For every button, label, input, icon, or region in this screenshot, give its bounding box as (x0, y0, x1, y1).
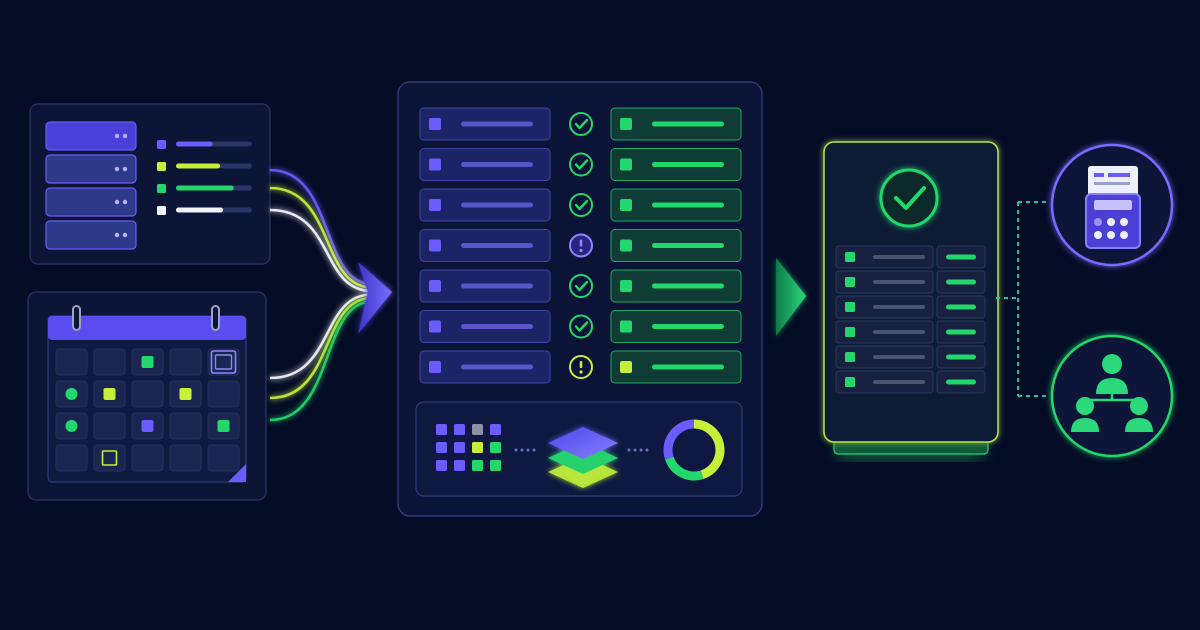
grid-cell (454, 442, 465, 453)
calendar-day (131, 380, 164, 408)
calendar-day (55, 348, 88, 376)
calculator-key (1107, 218, 1115, 226)
calendar-panel (27, 291, 267, 501)
validation-rows (419, 107, 742, 384)
calendar-day (169, 348, 202, 376)
selected-day-marker (210, 350, 237, 374)
check-icon (569, 274, 593, 298)
calendar-day (207, 380, 240, 408)
server-rack (45, 121, 137, 250)
output-panel (823, 141, 999, 458)
processing-toolbar (415, 401, 743, 497)
legend-swatch (157, 206, 166, 215)
calendar-day (207, 348, 240, 376)
data-grid-icon (436, 424, 501, 471)
level-fill (176, 141, 213, 147)
grid-cell (490, 460, 501, 471)
calendar-day (169, 444, 202, 472)
server-unit (45, 187, 137, 217)
level-legend (157, 140, 252, 215)
calendar-ring-icon (72, 305, 220, 331)
server-unit (45, 220, 137, 250)
event-marker (179, 388, 192, 400)
grid-cell (436, 460, 447, 471)
check-icon (569, 152, 593, 177)
grid-cell (490, 442, 501, 453)
connector-line (269, 186, 373, 289)
grid-cell (472, 460, 483, 471)
donut-segment (664, 456, 704, 481)
dotted-connector (627, 448, 649, 452)
merge-arrow-icon (358, 262, 392, 334)
calculator-key (1120, 231, 1128, 239)
server-unit (45, 121, 137, 151)
page-curl-icon (228, 464, 246, 482)
legend-swatch (157, 140, 166, 149)
grid-cell (472, 424, 483, 435)
grid-cell (436, 442, 447, 453)
calculator-key (1094, 218, 1102, 226)
donut-segment (693, 419, 725, 480)
destination-connectors (996, 201, 1050, 397)
connector-line (269, 296, 373, 400)
validation-panel (397, 81, 763, 517)
destination-team (1050, 334, 1174, 458)
check-icon (569, 193, 593, 217)
grid-cell (490, 424, 501, 435)
donut-chart-icon (663, 419, 725, 481)
connector-line (269, 168, 373, 286)
calculator-key (1094, 231, 1102, 239)
legend-swatch (157, 184, 166, 193)
calendar-day (131, 444, 164, 472)
legend-swatch (157, 162, 166, 171)
connector-line (269, 300, 373, 422)
calendar-day (93, 444, 126, 472)
grid-cell (454, 424, 465, 435)
donut-segment (663, 419, 695, 460)
calculator-key (1107, 231, 1115, 239)
event-marker (65, 388, 78, 400)
level-fill (176, 207, 224, 213)
alert-icon (569, 355, 593, 379)
grid-cell (454, 460, 465, 471)
event-marker (217, 420, 230, 432)
calendar-header (48, 316, 246, 340)
calendar-day (93, 412, 126, 440)
output-arrow-icon (776, 258, 806, 336)
calculator-key (1120, 218, 1128, 226)
server-unit (45, 154, 137, 184)
dotted-connector (514, 448, 536, 452)
grid-cell (436, 424, 447, 435)
connector-line (269, 293, 373, 380)
selected-day-marker (101, 450, 118, 466)
calendar-day (207, 444, 240, 472)
calendar-grid (55, 348, 240, 472)
calculator-document-icon (1085, 166, 1141, 249)
event-marker (103, 388, 116, 400)
server-panel (29, 103, 271, 265)
event-marker (141, 420, 154, 432)
level-fill (176, 185, 234, 191)
grid-cell (472, 442, 483, 453)
verified-check-icon (879, 168, 939, 228)
output-rows (835, 245, 986, 394)
calendar-day (169, 412, 202, 440)
destination-finance (1050, 143, 1174, 267)
calendar-day (93, 348, 126, 376)
check-icon (569, 112, 593, 136)
level-fill (176, 163, 221, 169)
calendar-day (55, 444, 88, 472)
event-marker (141, 356, 154, 368)
check-icon (569, 314, 593, 339)
source-connectors (269, 168, 373, 422)
connector-line (269, 208, 373, 293)
org-chart-people-icon (1071, 354, 1153, 432)
event-marker (65, 420, 78, 432)
layers-icon (548, 427, 618, 488)
